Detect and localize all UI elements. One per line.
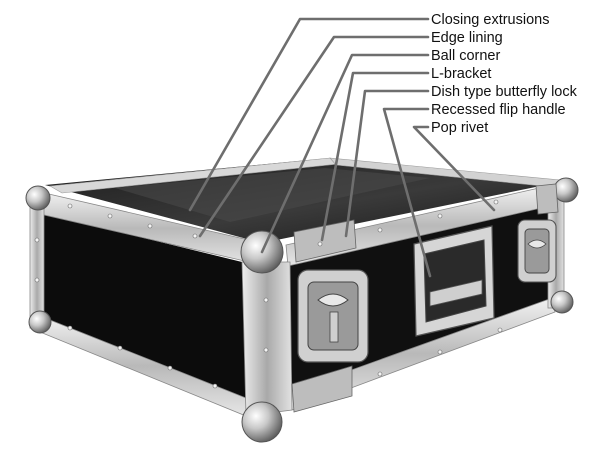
- label-pop-rivet: Pop rivet: [431, 120, 488, 136]
- corner-extrusion-front: [241, 261, 293, 417]
- label-recessed-handle: Recessed flip handle: [431, 102, 566, 118]
- label-closing-extrusions: Closing extrusions: [431, 12, 549, 28]
- ball-corner-right-top: [553, 177, 579, 203]
- leader-ball-corner: [260, 53, 430, 254]
- leader-closing-extrusions: [188, 17, 430, 212]
- leader-lines: [188, 17, 496, 278]
- l-bracket-bottom: [291, 365, 353, 413]
- callout-labels: Closing extrusions Edge lining Ball corn…: [431, 12, 578, 136]
- recessed-flip-handle: [413, 225, 495, 337]
- ball-corner-front-bottom: [241, 401, 283, 443]
- label-ball-corner: Ball corner: [431, 48, 500, 64]
- leader-edge-lining: [198, 35, 430, 238]
- butterfly-lock-front: [297, 269, 369, 363]
- case-front-panel: [38, 212, 246, 398]
- l-bracket-front: [293, 219, 357, 263]
- leader-dish-lock: [344, 89, 430, 238]
- ball-corner-right-bottom: [550, 290, 574, 314]
- corner-extrusion-left: [29, 199, 45, 329]
- leader-pop-rivet: [412, 125, 496, 212]
- butterfly-lock-side: [517, 219, 557, 283]
- pop-rivets: [34, 199, 503, 389]
- case-top-reflection: [115, 168, 430, 222]
- label-dish-lock: Dish type butterfly lock: [431, 84, 578, 100]
- flight-case: [25, 157, 579, 443]
- ball-corner-left-top: [25, 185, 51, 211]
- label-l-bracket: L-bracket: [431, 66, 491, 82]
- label-edge-lining: Edge lining: [431, 30, 503, 46]
- leader-recessed-handle: [382, 107, 432, 278]
- leader-l-bracket: [320, 71, 430, 242]
- l-bracket-right: [535, 183, 559, 215]
- ball-corner-left-bottom: [28, 310, 52, 334]
